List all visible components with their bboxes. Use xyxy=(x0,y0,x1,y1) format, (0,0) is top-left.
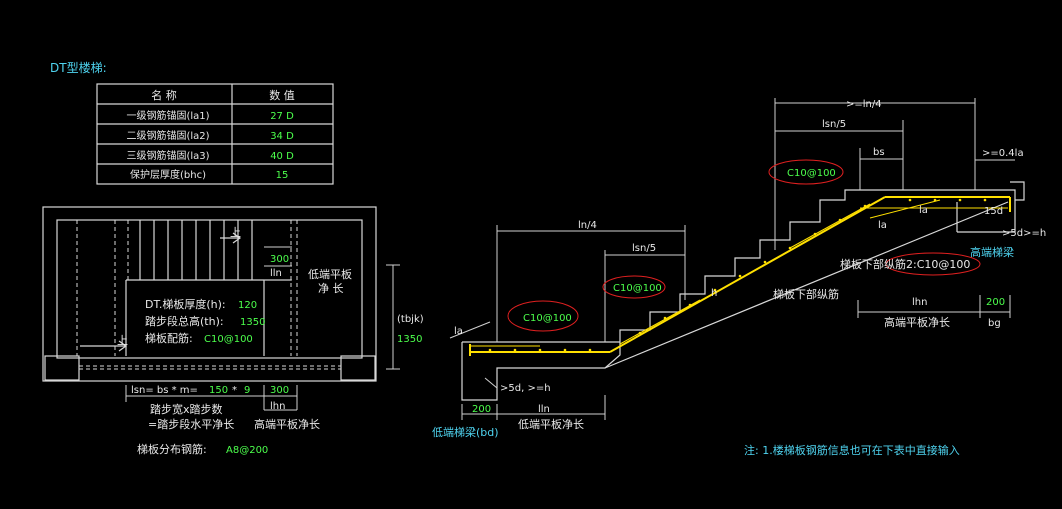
plan-view: 上 上 300 lln 低端平板 净 长 DT.梯板厚度(h): 120 踏步段… xyxy=(42,206,424,456)
dim-200-left: 200 xyxy=(472,404,491,415)
dim-la-right: la xyxy=(919,205,928,216)
table-row-value[interactable]: 34 D xyxy=(270,131,294,142)
rebar-label: 梯板配筋: xyxy=(145,331,193,345)
table-row-value[interactable]: 40 D xyxy=(270,151,294,162)
dim-lhn: lhn xyxy=(912,297,927,308)
plan-label-lhn: lhn xyxy=(270,401,285,412)
parameter-table: 名 称 数 值 一级钢筋锚固(la1) 27 D 二级钢筋锚固(la2) 34 … xyxy=(96,83,334,185)
up-label-top: 上 xyxy=(230,226,241,239)
plan-dim-1350: 1350 xyxy=(397,334,422,345)
up-label-left: 上 xyxy=(117,334,128,347)
dim-ln4-top: >=ln/4 xyxy=(846,99,882,110)
table-row-name: 一级钢筋锚固(la1) xyxy=(126,109,209,122)
height-label: 踏步段总高(th): xyxy=(145,314,224,328)
low-platform-label-2: 净 长 xyxy=(318,281,344,295)
dim-200-right: 200 xyxy=(986,297,1005,308)
bottom-rebar-2[interactable]: 梯板下部纵筋2:C10@100 xyxy=(840,257,970,271)
thickness-label: DT.梯板厚度(h): xyxy=(145,297,226,311)
drawing-title: DT型楼梯: xyxy=(50,60,107,75)
table-row-value[interactable]: 27 D xyxy=(270,111,294,122)
dim-5d-left: >5d, >=h xyxy=(500,383,551,394)
step-caption-2: =踏步段水平净长 xyxy=(148,417,234,431)
dim-15d: 15d xyxy=(984,206,1003,217)
plan-tbjk: (tbjk) xyxy=(397,314,424,325)
high-platform-len: 高端平板净长 xyxy=(884,315,950,329)
dim-ln4-left: ln/4 xyxy=(578,220,597,231)
plan-label-lln: lln xyxy=(270,268,282,279)
dist-rebar-value[interactable]: A8@200 xyxy=(226,445,268,456)
lsn-step-width[interactable]: 150 xyxy=(209,385,228,396)
dim-lsn5-left: lsn/5 xyxy=(632,243,656,254)
lsn-multiply: * xyxy=(232,385,237,396)
dim-bg: bg xyxy=(988,318,1001,329)
dim-lsn5-top: lsn/5 xyxy=(822,119,846,130)
lsn-formula: lsn= bs * m= xyxy=(131,385,198,396)
plan-dim-300-bottom: 300 xyxy=(270,385,289,396)
table-row-value[interactable]: 15 xyxy=(276,170,289,181)
high-beam-label: 高端梯梁 xyxy=(970,245,1014,259)
dim-5d-right: >5d>=h xyxy=(1002,228,1046,239)
low-platform-len: 低端平板净长 xyxy=(518,417,584,431)
bottom-rebar-label: 梯板下部纵筋 xyxy=(773,287,839,301)
plan-dim-300: 300 xyxy=(270,254,289,265)
thickness-value[interactable]: 120 xyxy=(238,300,257,311)
dim-la-right-2: la xyxy=(878,220,887,231)
rebar-left-spec[interactable]: C10@100 xyxy=(523,313,572,324)
footnote: 注: 1.楼梯板钢筋信息也可在下表中直接输入 xyxy=(744,443,960,457)
low-platform-label: 低端平板 xyxy=(308,267,352,281)
table-header-name: 名 称 xyxy=(151,88,177,102)
table-row-name: 保护层厚度(bhc) xyxy=(130,168,206,181)
dist-rebar-label: 梯板分布钢筋: xyxy=(137,442,207,456)
dim-04la: >=0.4la xyxy=(982,148,1024,159)
table-header-value: 数 值 xyxy=(269,89,295,102)
section-view: >=ln/4 lsn/5 bs >=0.4la C10@100 la la 15… xyxy=(432,98,1046,439)
dim-bs: bs xyxy=(873,147,885,158)
height-value[interactable]: 1350 xyxy=(240,317,265,328)
stair-outline xyxy=(461,181,1025,401)
rebar-mid-spec[interactable]: C10@100 xyxy=(613,283,662,294)
rebar-value[interactable]: C10@100 xyxy=(204,334,253,345)
dim-lln: lln xyxy=(538,404,550,415)
rebar-top-spec[interactable]: C10@100 xyxy=(787,168,836,179)
high-platform-label: 高端平板净长 xyxy=(254,417,320,431)
dim-la-left: la xyxy=(454,326,463,337)
table-row-name: 二级钢筋锚固(la2) xyxy=(126,129,209,142)
stair-treads xyxy=(139,220,253,280)
lsn-step-count[interactable]: 9 xyxy=(244,385,250,396)
rebar-dots xyxy=(488,198,987,352)
step-caption-1: 踏步宽x踏步数 xyxy=(150,402,223,416)
table-row-name: 三级钢筋锚固(la3) xyxy=(126,149,209,162)
low-beam-label: 低端梯梁(bd) xyxy=(432,425,499,439)
dim-h: h xyxy=(711,288,717,299)
